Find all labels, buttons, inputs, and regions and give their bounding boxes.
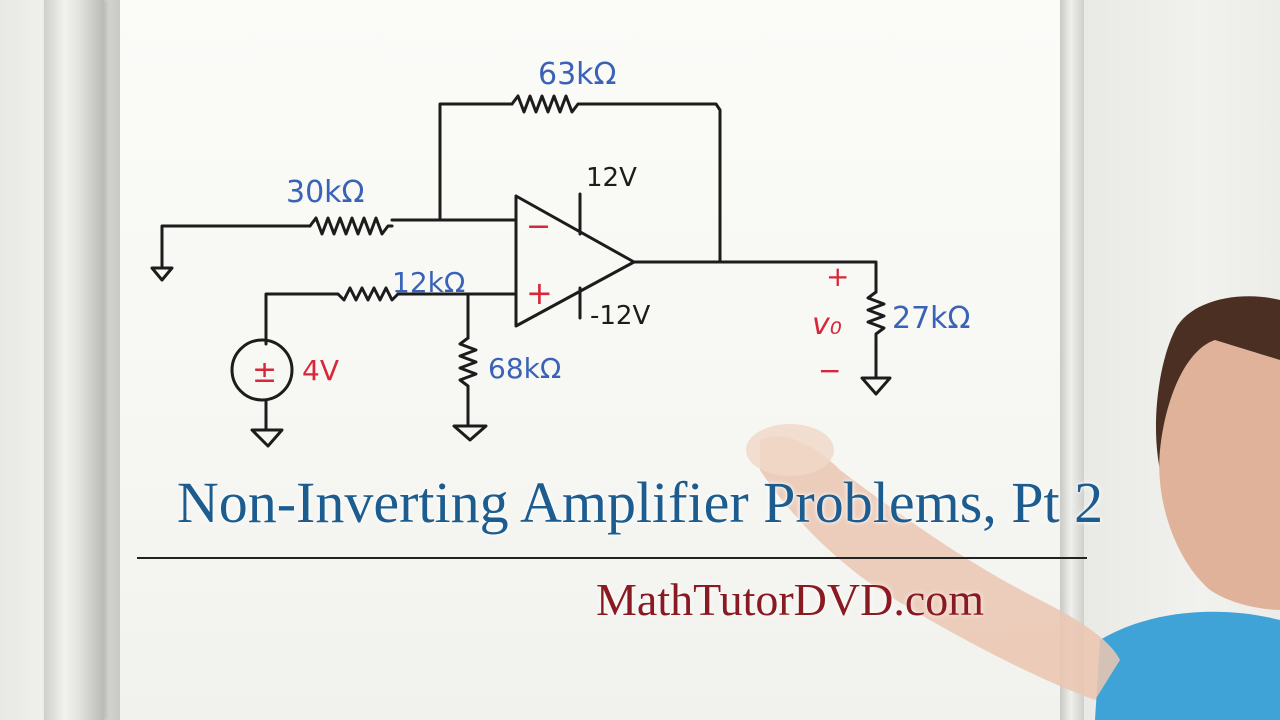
vo-label: v₀ <box>812 307 842 342</box>
site-watermark: MathTutorDVD.com <box>596 574 985 625</box>
resistor-12k <box>264 286 400 346</box>
presenter <box>746 296 1280 720</box>
resistor-63k <box>510 94 722 264</box>
label-v-neg: -12V <box>590 301 650 331</box>
label-r-load: 27kΩ <box>892 301 970 336</box>
opamp-triangle <box>514 194 636 328</box>
ground-shunt <box>452 424 488 442</box>
video-title: Non-Inverting Amplifier Problems, Pt 2 <box>176 470 1104 535</box>
title-divider <box>137 557 1087 559</box>
opamp-minus-sign: − <box>526 209 551 244</box>
resistor-27k <box>866 290 886 380</box>
label-r-shunt: 68kΩ <box>488 352 561 385</box>
whiteboard-frame-right <box>1060 0 1084 720</box>
ground-left <box>150 266 174 282</box>
voltage-source <box>230 338 294 402</box>
source-polarity: ± <box>252 355 277 390</box>
label-source: 4V <box>302 354 339 387</box>
wire-output <box>632 260 878 294</box>
label-r-input: 30kΩ <box>286 175 364 210</box>
whiteboard-frame-left <box>44 0 104 720</box>
wire-left-input <box>160 224 312 268</box>
resistor-68k <box>458 336 478 428</box>
vo-plus-sign: + <box>826 260 849 293</box>
label-v-pos: 12V <box>586 163 637 193</box>
opamp-plus-sign: + <box>526 274 553 312</box>
label-r-plus: 12kΩ <box>392 266 465 299</box>
wire-feedback <box>438 102 514 222</box>
resistor-30k <box>308 216 394 236</box>
label-r-feedback: 63kΩ <box>538 57 616 92</box>
vo-minus-sign: − <box>818 354 841 387</box>
ground-load <box>860 376 892 396</box>
ground-source <box>250 428 284 448</box>
